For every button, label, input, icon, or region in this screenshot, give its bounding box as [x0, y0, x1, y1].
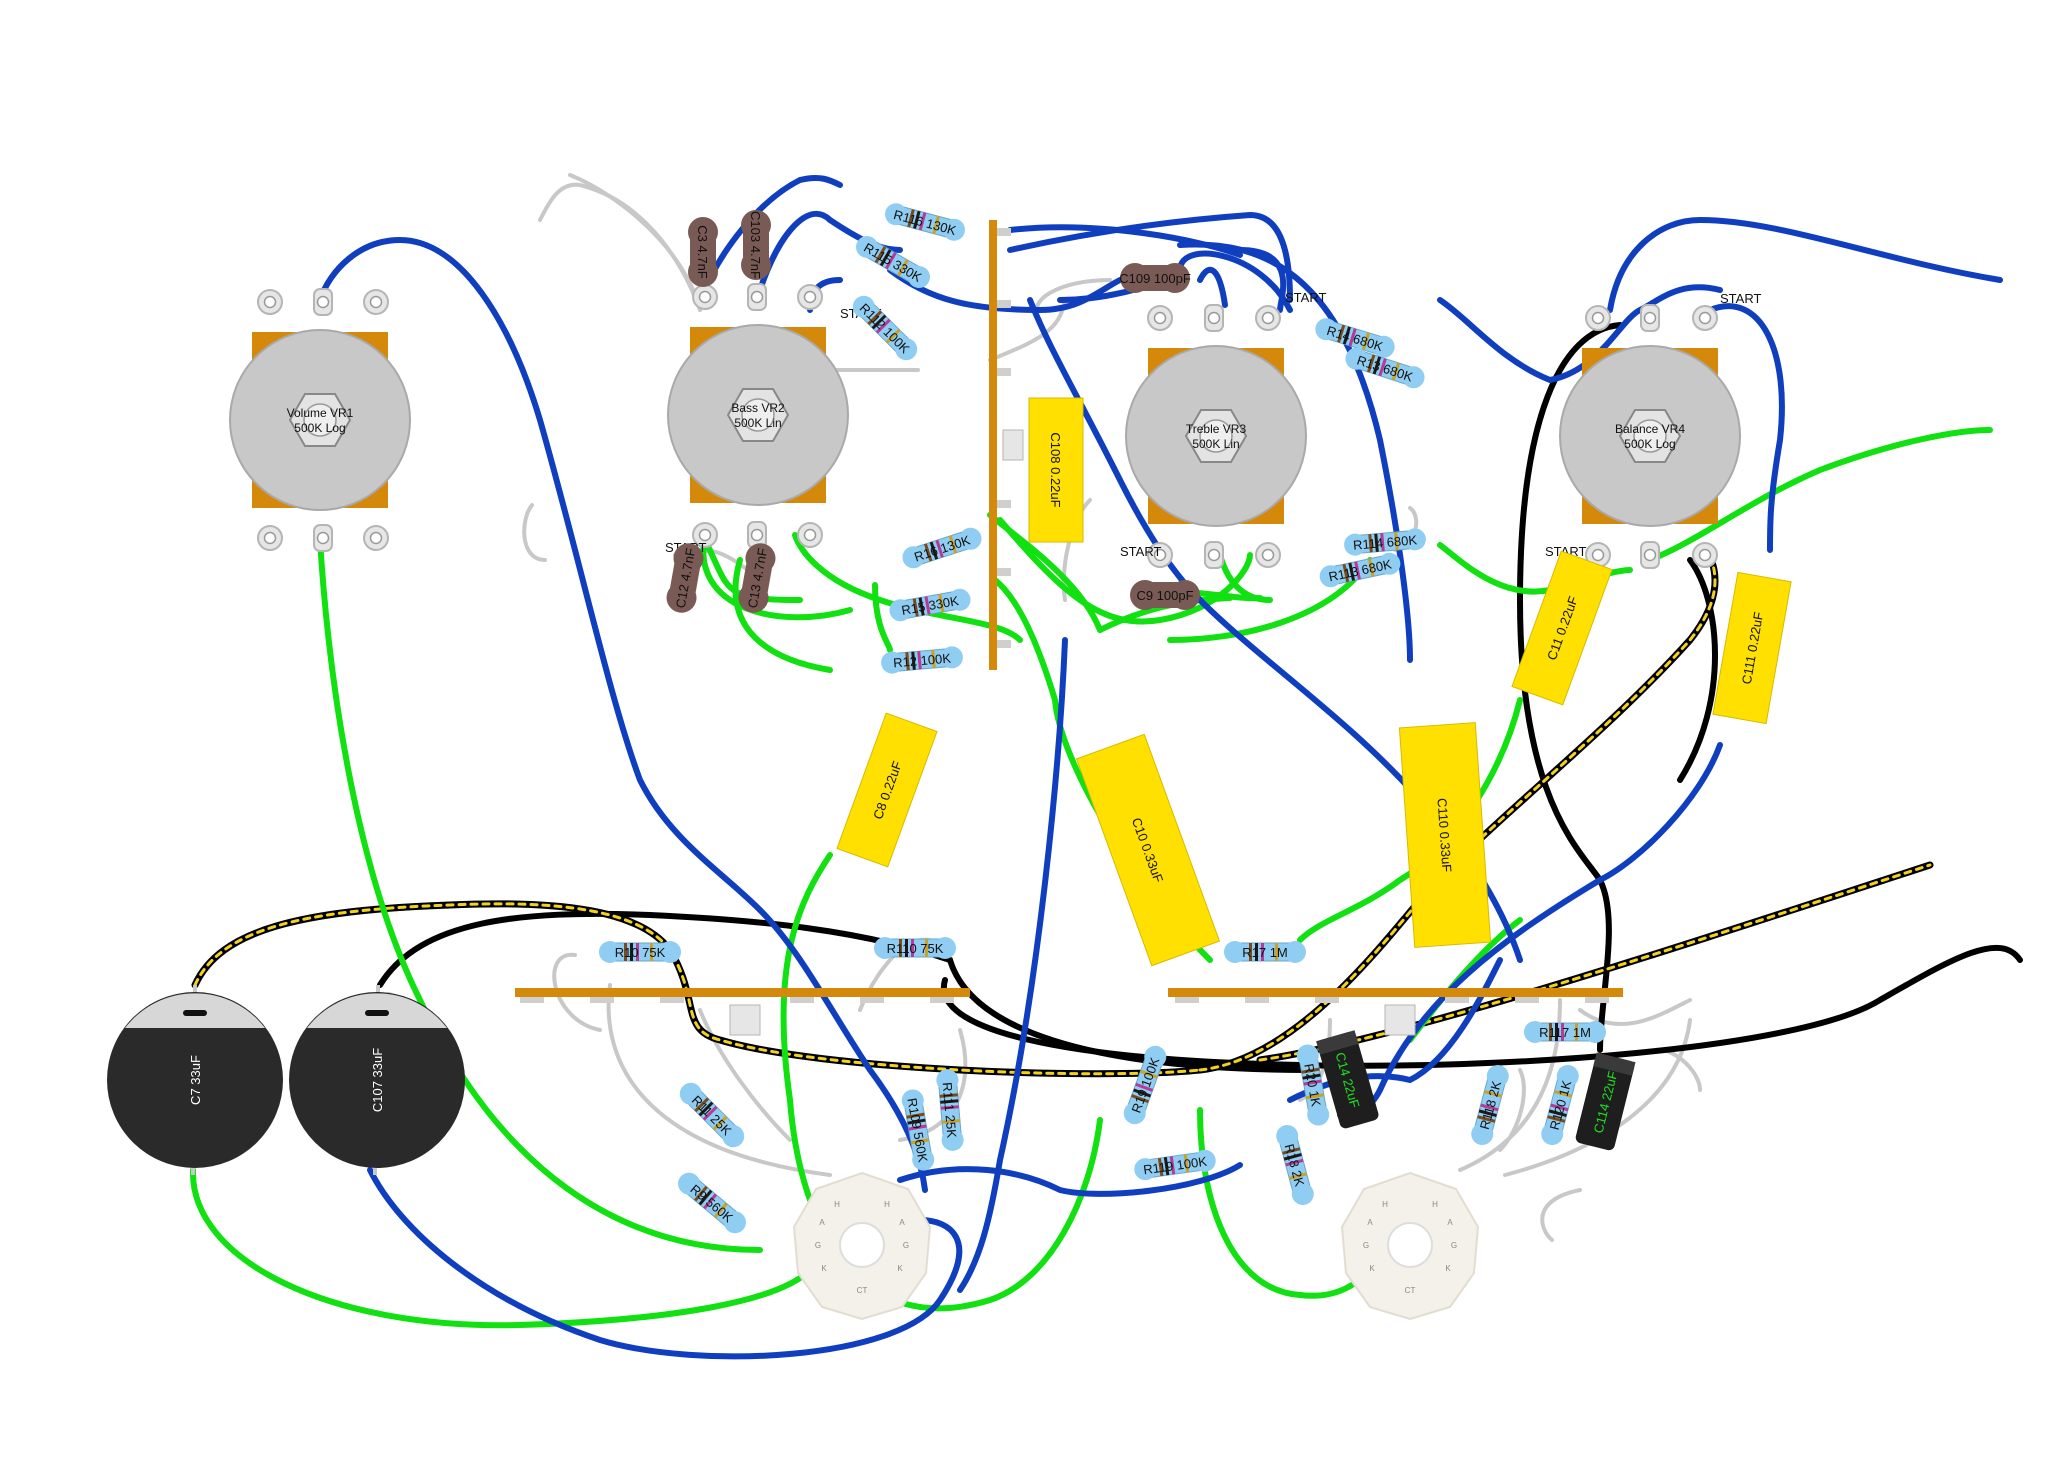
tag-board-right [1168, 988, 1623, 1036]
cap-c12: C12 4.7nF [664, 540, 706, 616]
resistor-r17-label: R17 1M [1242, 945, 1288, 960]
cap-c110: C110 0.33uF [1398, 722, 1492, 948]
cap-c9: C9 100pF [1130, 580, 1200, 610]
socket-pin: K [897, 1264, 903, 1273]
pot-label-line2: 500K Lin [734, 416, 781, 430]
cap-c3-label: C3 4.7nF [695, 225, 710, 279]
resistor-r114: R114 680K [1341, 525, 1429, 559]
socket-pin: K [1445, 1264, 1451, 1273]
resistor-r112: R112 100K [846, 289, 924, 367]
resistor-r117-label: R117 1M [1539, 1025, 1591, 1040]
pot-label-line2: 500K Log [294, 421, 345, 435]
cap-c109: C109 100pF [1119, 263, 1191, 293]
cap-c7-label: C7 33uF [188, 1055, 203, 1105]
resistor-r10-label: R10 75K [615, 945, 666, 960]
pot-bass-vr2: Bass VR2 500K Lin [667, 283, 849, 549]
tube-socket-right: H A G K CT K G A H [1341, 1172, 1479, 1320]
resistor-r20-label: R20 1K [1301, 1062, 1323, 1108]
socket-pin: CT [857, 1286, 868, 1295]
cap-c13: C13 4.7nF [736, 540, 778, 616]
start-label: START [1545, 544, 1586, 559]
pot-treble-vr3: Treble VR3 500K Lin [1125, 304, 1307, 569]
cap-c111: C111 0.22uF [1712, 571, 1792, 725]
cap-c109-label: C109 100pF [1119, 271, 1191, 286]
pot-label-line1: Treble VR3 [1186, 422, 1247, 436]
socket-pin: A [1447, 1218, 1453, 1227]
socket-pin: G [1363, 1241, 1369, 1250]
cap-c103-label: C103 4.7nF [748, 211, 763, 279]
resistor-r12-label: R12 100K [893, 650, 952, 670]
resistor-r117: R117 1M [1522, 1019, 1608, 1045]
resistor-r9: R9 560K [672, 1166, 752, 1240]
pot-label-line1: Volume VR1 [287, 406, 354, 420]
socket-pin: G [1451, 1241, 1457, 1250]
socket-pin: H [1432, 1200, 1438, 1209]
resistor-r120: R120 1K [1537, 1061, 1583, 1149]
resistor-r10: R10 75K [597, 939, 683, 965]
resistor-r116-label: R116 130K [892, 207, 958, 238]
cap-c7: C7 33uF [107, 985, 283, 1175]
socket-pin: G [815, 1241, 821, 1250]
socket-pin: A [1367, 1218, 1373, 1227]
socket-pin: A [819, 1218, 825, 1227]
black-wires [377, 322, 2023, 1073]
pot-label-line1: Bass VR2 [731, 401, 785, 415]
socket-pin: K [821, 1264, 827, 1273]
start-label: START [1120, 544, 1161, 559]
cap-c107: C107 33uF [289, 985, 465, 1175]
socket-pin: H [834, 1200, 840, 1209]
socket-pin: K [1369, 1264, 1375, 1273]
socket-pin: G [903, 1241, 909, 1250]
tube-socket-left: H A G K CT K G A H [793, 1172, 931, 1320]
cap-c8: C8 0.22uF [836, 712, 938, 868]
resistor-r110-label: R110 75K [887, 941, 944, 956]
resistor-r115: R115 330K [850, 230, 936, 294]
resistor-r16: R16 130K [898, 523, 986, 573]
resistor-r9-label: R9 560K [687, 1181, 736, 1225]
cap-c14: C14 22uF [1316, 1030, 1379, 1129]
socket-pin: H [1382, 1200, 1388, 1209]
tag-board-left [515, 988, 970, 1036]
pot-balance-vr4: Balance VR4 500K Log [1559, 304, 1741, 569]
resistor-r116: R116 130K [881, 199, 969, 245]
pot-label-line2: 500K Lin [1192, 437, 1239, 451]
resistor-r111: R111 25K [933, 1066, 967, 1154]
resistor-r19-label: R19 100K [1129, 1055, 1163, 1115]
resistor-r112-label: R112 100K [857, 300, 913, 356]
resistor-r16-label: R16 130K [912, 532, 972, 564]
cap-c110-label: C110 0.33uF [1434, 798, 1454, 873]
pot-label-line2: 500K Log [1624, 437, 1675, 451]
resistor-r110: R110 75K [872, 935, 958, 961]
cap-c114: C114 22uF [1575, 1052, 1636, 1151]
resistor-r11: R11 25K [673, 1076, 751, 1154]
resistor-r11-label: R11 25K [689, 1092, 735, 1138]
pot-volume-vr1: Volume VR1 500K Log [229, 288, 411, 552]
cap-c108: C108 0.22uF [1028, 397, 1084, 543]
pot-label-line1: Balance VR4 [1615, 422, 1685, 436]
start-label: START [1720, 291, 1761, 306]
resistor-r111-label: R111 25K [940, 1082, 960, 1139]
socket-pin: CT [1405, 1286, 1416, 1295]
cap-c108-label: C108 0.22uF [1048, 432, 1063, 507]
resistor-r12: R12 100K [878, 643, 966, 677]
socket-pin: H [884, 1200, 890, 1209]
resistor-r18: R18 2K [1272, 1121, 1318, 1209]
cap-c3: C3 4.7nF [688, 217, 718, 287]
cap-c10: C10 0.33uF [1075, 733, 1221, 967]
start-label: START [1285, 290, 1326, 305]
cap-c103: C103 4.7nF [741, 210, 771, 280]
resistor-r20: R20 1K [1293, 1041, 1333, 1129]
cap-c11: C11 0.22uF [1511, 550, 1613, 706]
resistor-r17: R17 1M [1222, 939, 1308, 965]
resistor-r114-label: R114 680K [1352, 532, 1417, 553]
cap-c107-label: C107 33uF [370, 1048, 385, 1112]
cap-c9-label: C9 100pF [1136, 588, 1193, 603]
resistor-r119: R119 100K [1131, 1146, 1219, 1184]
yellow-black-wires [191, 551, 1934, 1078]
resistor-r118: R118 2K [1467, 1061, 1513, 1149]
socket-pin: A [899, 1218, 905, 1227]
resistor-r113: R113 680K [1316, 549, 1404, 591]
tag-board-top [989, 220, 1024, 670]
